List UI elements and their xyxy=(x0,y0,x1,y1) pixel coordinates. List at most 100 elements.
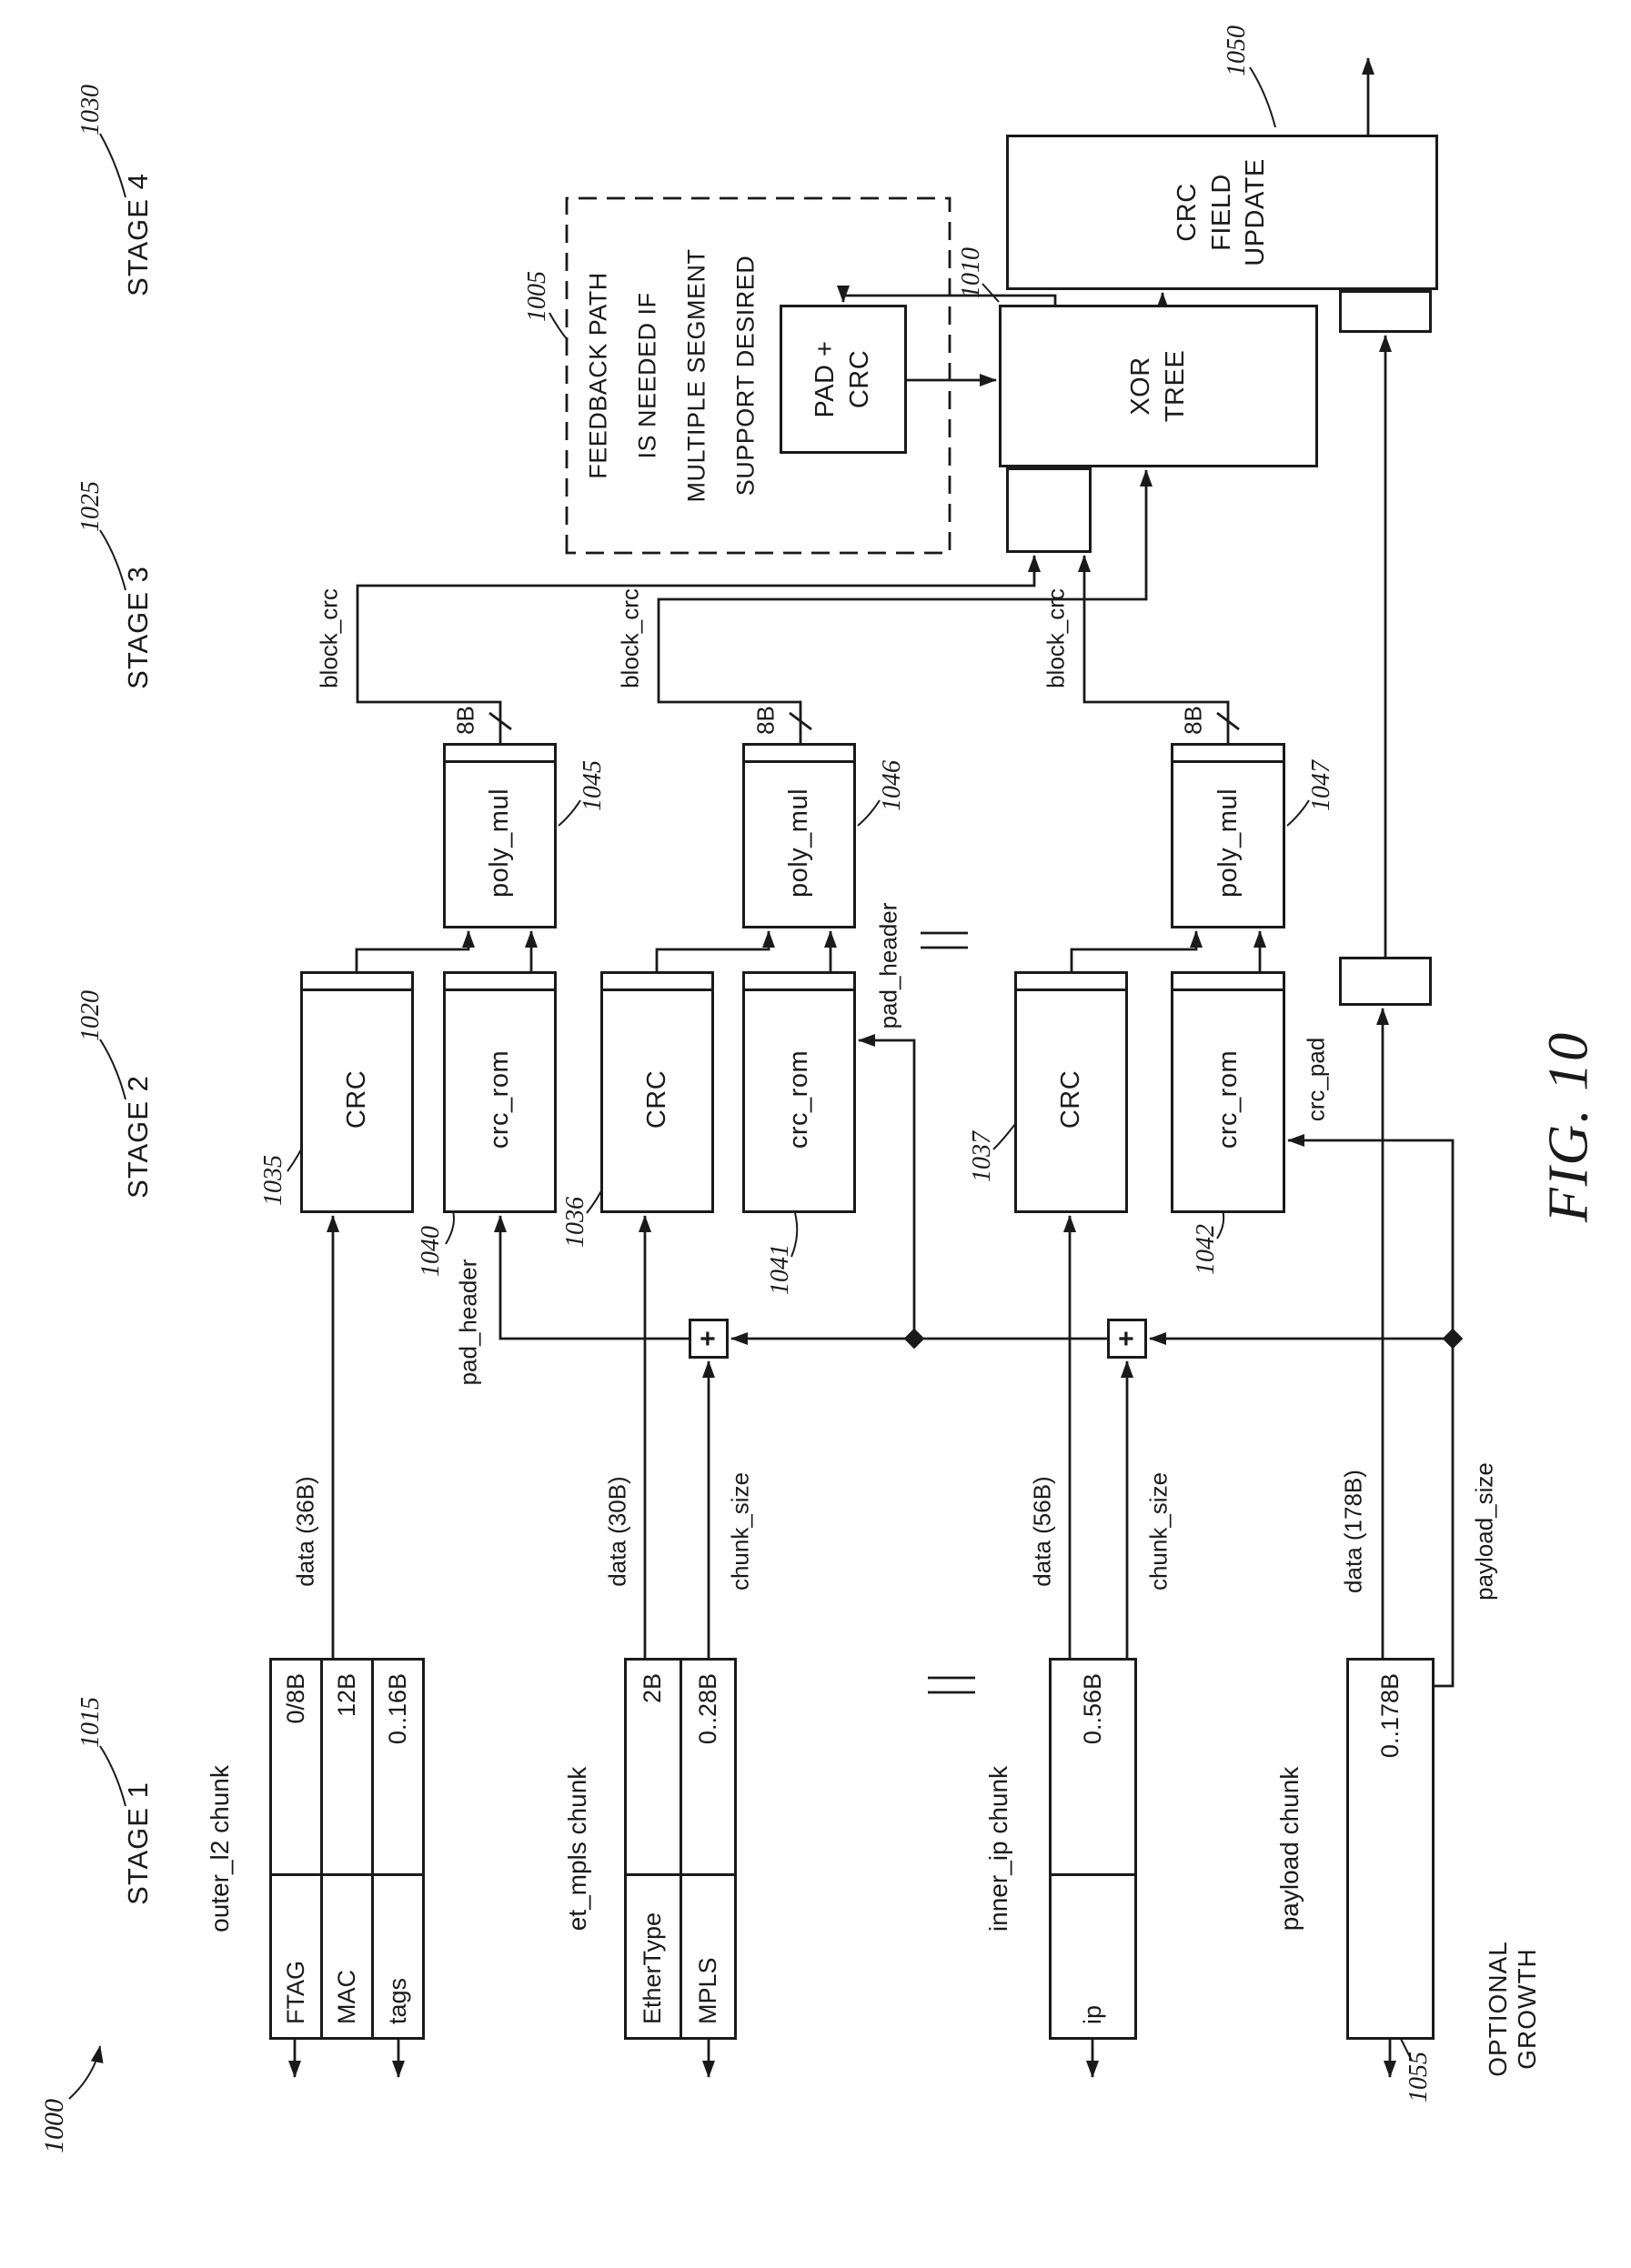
poly-mul-block-a: poly_mul xyxy=(443,743,557,928)
stage-1-label: STAGE 1 xyxy=(122,1781,154,1905)
et-mpls-chunk-label: et_mpls chunk xyxy=(563,1766,591,1932)
payload-register-box xyxy=(1339,957,1432,1006)
field-name: ip xyxy=(1052,1873,1134,2037)
signal-data-178b: data (178B) xyxy=(1339,1470,1367,1593)
signal-pad-header-a: pad_header xyxy=(454,1259,482,1386)
table-row: FTAG 0/8B xyxy=(272,1661,323,2037)
crc-rom-block-b: crc_rom xyxy=(742,971,856,1213)
signal-block-crc-c: block_crc xyxy=(1042,588,1070,688)
stage-4-ref: 1030 xyxy=(76,85,105,135)
figure-caption: FIG. 10 xyxy=(1537,1030,1600,1223)
register-strip xyxy=(745,974,853,991)
crc-block-c-label: CRC xyxy=(1056,1069,1086,1129)
feedback-note-ref: 1005 xyxy=(523,271,551,322)
register-strip xyxy=(1017,974,1125,991)
inner-ip-chunk-label: inner_ip chunk xyxy=(984,1765,1012,1932)
outer-l2-chunk-table: FTAG 0/8B MAC 12B tags 0..16B xyxy=(269,1658,425,2040)
crc-rom-a-ref: 1040 xyxy=(417,1226,445,1277)
stage-1-ref: 1015 xyxy=(76,1697,105,1748)
field-size: 2B xyxy=(639,1673,667,1704)
system-ref: 1000 xyxy=(39,2099,69,2153)
signal-chunk-size-b: chunk_size xyxy=(726,1471,754,1591)
field-name: tags xyxy=(374,1873,422,2037)
crc-field-update-block: CRC FIELD UPDATE xyxy=(1006,135,1438,290)
crc-block-b: CRC xyxy=(600,971,714,1213)
crc-block-a: CRC xyxy=(300,971,414,1213)
signal-chunk-size-c: chunk_size xyxy=(1144,1471,1173,1591)
register-strip xyxy=(745,746,853,763)
field-size: 12B xyxy=(333,1673,360,1718)
crc-b-ref: 1036 xyxy=(561,1197,589,1248)
size-adder-b: + xyxy=(689,1319,729,1359)
register-strip xyxy=(446,974,554,991)
stage-3-ref: 1025 xyxy=(76,481,105,532)
pad-crc-block: PAD + CRC xyxy=(780,305,907,454)
table-row: MPLS 0..28B xyxy=(681,1661,734,2037)
field-name xyxy=(1349,1873,1432,2037)
table-row: tags 0..16B xyxy=(374,1661,422,2037)
field-name: MPLS xyxy=(681,1873,734,2037)
table-row: EtherType 2B xyxy=(627,1661,682,2037)
poly-mul-block-c: poly_mul xyxy=(1171,743,1285,928)
signal-block-crc-b: block_crc xyxy=(616,588,644,688)
bus-width-b: 8B xyxy=(751,706,780,735)
outer-l2-chunk-label: outer_l2 chunk xyxy=(206,1765,234,1932)
payload-chunk-label: payload chunk xyxy=(1275,1766,1304,1932)
signal-crc-pad: crc_pad xyxy=(1302,1037,1330,1122)
poly-mul-b-ref: 1046 xyxy=(878,760,906,811)
register-strip xyxy=(603,974,711,991)
signal-data-30b: data (30B) xyxy=(603,1476,631,1587)
field-size: 0..28B xyxy=(693,1673,721,1745)
poly-mul-block-a-label: poly_mul xyxy=(485,788,515,898)
field-name: EtherType xyxy=(627,1873,680,2037)
et-mpls-chunk-table: EtherType 2B MPLS 0..28B xyxy=(624,1658,737,2040)
signal-data-36b: data (36B) xyxy=(291,1476,319,1587)
signal-payload-size: payload_size xyxy=(1470,1462,1498,1601)
feedback-note-line: IS NEEDED IF xyxy=(633,292,661,459)
table-row: ip 0..56B xyxy=(1052,1661,1134,2037)
xor-tree-block-label: XOR TREE xyxy=(1125,349,1190,423)
crc-field-update-block-label: CRC FIELD UPDATE xyxy=(1172,158,1271,266)
crc-rom-block-a-label: crc_rom xyxy=(485,1049,515,1149)
stage-2-label: STAGE 2 xyxy=(122,1075,154,1199)
poly-mul-block-b-label: poly_mul xyxy=(784,788,814,898)
field-size: 0/8B xyxy=(282,1673,309,1724)
field-size: 0..56B xyxy=(1079,1673,1106,1745)
signal-pad-header-b: pad_header xyxy=(874,902,902,1029)
feedback-note-line: SUPPORT DESIRED xyxy=(731,255,760,497)
crc-rom-c-ref: 1042 xyxy=(1192,1224,1220,1275)
register-strip xyxy=(446,746,554,763)
crc-rom-block-a: crc_rom xyxy=(443,971,557,1213)
pad-crc-block-label: PAD + CRC xyxy=(810,340,874,418)
poly-mul-c-ref: 1047 xyxy=(1307,760,1335,811)
payload-chunk-table: 0..178B xyxy=(1346,1658,1435,2040)
register-strip xyxy=(1173,974,1283,991)
poly-mul-block-c-label: poly_mul xyxy=(1213,788,1243,898)
size-adder-c: + xyxy=(1107,1319,1147,1359)
optional-growth-ref: 1055 xyxy=(1404,2052,1433,2102)
register-strip xyxy=(303,974,411,991)
table-row: MAC 12B xyxy=(323,1661,374,2037)
signal-block-crc-a: block_crc xyxy=(315,588,343,688)
poly-mul-block-b: poly_mul xyxy=(742,743,856,928)
signal-data-56b: data (56B) xyxy=(1028,1476,1056,1587)
xor-tree-block: XOR TREE xyxy=(999,305,1318,467)
crc-update-input-register-box xyxy=(1339,290,1432,333)
field-size: 0..16B xyxy=(384,1673,411,1745)
field-name: MAC xyxy=(323,1873,371,2037)
optional-growth-label: OPTIONAL GROWTH xyxy=(1484,1941,1541,2077)
bus-width-a: 8B xyxy=(451,706,479,735)
xor-tree-ref: 1010 xyxy=(957,247,985,298)
feedback-note-line: MULTIPLE SEGMENT xyxy=(682,248,710,503)
feedback-note-line: FEEDBACK PATH xyxy=(584,272,612,479)
crc-block-c: CRC xyxy=(1014,971,1128,1213)
crc-field-update-ref: 1050 xyxy=(1223,25,1251,76)
field-name: FTAG xyxy=(272,1873,320,2037)
stage-3-label: STAGE 3 xyxy=(122,566,154,689)
stage-4-label: STAGE 4 xyxy=(122,173,154,296)
crc-rom-b-ref: 1041 xyxy=(766,1244,794,1295)
field-size: 0..178B xyxy=(1376,1673,1404,1759)
crc-block-a-label: CRC xyxy=(342,1069,372,1129)
